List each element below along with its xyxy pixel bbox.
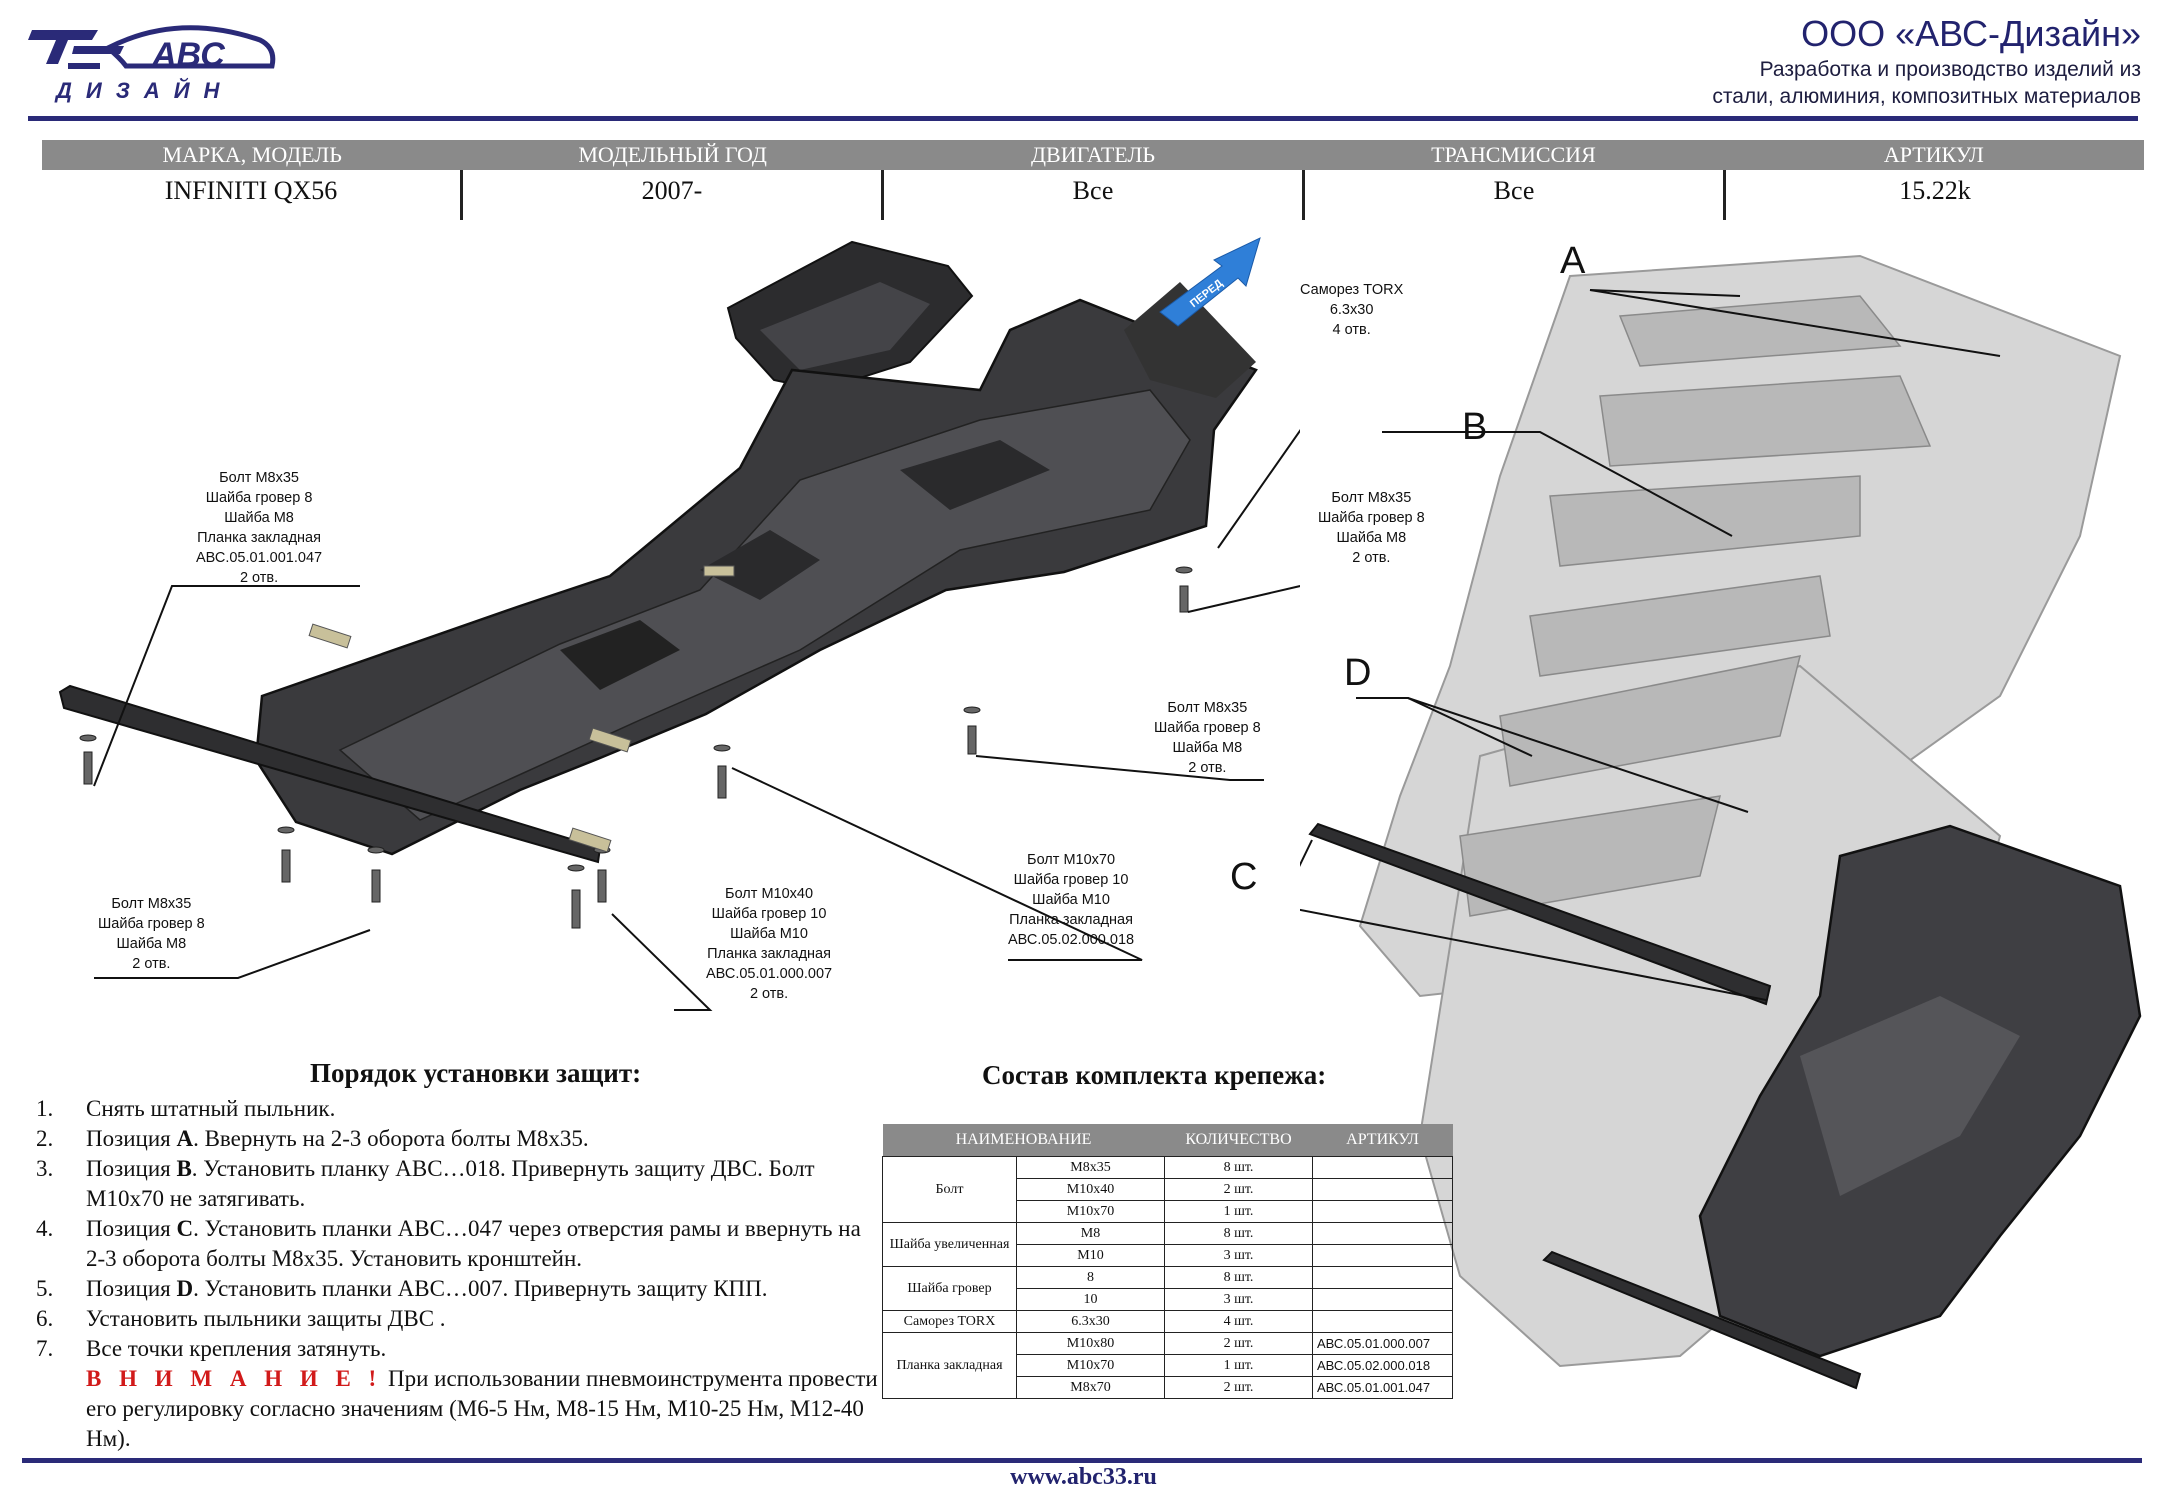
instruction-step: 1. Снять штатный пыльник. bbox=[36, 1096, 336, 1121]
callout-bottom-left: Болт М8х35 Шайба гровер 8 Шайба М8 2 отв… bbox=[98, 896, 205, 972]
company-name: ООО «АВС-Дизайн» bbox=[1801, 13, 2141, 54]
spec-value-transmission: Все bbox=[1305, 170, 1726, 220]
kit-header-article: АРТИКУЛ bbox=[1312, 1124, 1453, 1157]
table-row: М8х70 2 шт. АВС.05.01.001.047 bbox=[883, 1376, 1453, 1399]
letter-b: B bbox=[1462, 406, 1488, 448]
spec-header-article: АРТИКУЛ bbox=[1883, 142, 1984, 167]
callout-right-mid: Болт М8х35 Шайба гровер 8 Шайба М8 2 отв… bbox=[1154, 700, 1261, 776]
footer-divider bbox=[22, 1458, 2142, 1463]
instruction-step: 5. Позиция D. Установить планки АВС…007.… bbox=[36, 1276, 768, 1301]
table-row: М10х40 2 шт. bbox=[883, 1178, 1453, 1201]
kit-header-name: НАИМЕНОВАНИЕ bbox=[882, 1124, 1165, 1157]
warning-word: В Н И М А Н И Е ! bbox=[86, 1366, 383, 1391]
letter-a: A bbox=[1560, 240, 1586, 282]
spec-header-model: МАРКА, МОДЕЛЬ bbox=[162, 142, 342, 167]
instructions-title: Порядок установки защит: bbox=[310, 1058, 642, 1088]
spec-header-year: МОДЕЛЬНЫЙ ГОД bbox=[578, 142, 767, 167]
table-row: М10х70 1 шт. АВС.05.02.000.018 bbox=[883, 1354, 1453, 1377]
warning-note: В Н И М А Н И Е ! При использовании пнев… bbox=[86, 1364, 886, 1454]
spec-value-model: INFINITI QX56 bbox=[42, 170, 463, 220]
table-row: Болт М8х35 8 шт. bbox=[882, 1156, 1453, 1223]
callout-m10x70: Болт М10х70 Шайба гровер 10 Шайба М10 Пл… bbox=[1008, 852, 1135, 948]
letter-d: D bbox=[1344, 652, 1372, 694]
spec-header-row: МАРКА, МОДЕЛЬ МОДЕЛЬНЫЙ ГОД ДВИГАТЕЛЬ ТР… bbox=[42, 140, 2144, 170]
logo-design-text: ДИЗАЙН bbox=[54, 77, 233, 103]
table-row: Планка закладная М10х80 2 шт. АВС.05.01.… bbox=[882, 1332, 1453, 1399]
callout-torx: Саморез TORX 6.3х30 4 отв. bbox=[1300, 282, 1404, 338]
instruction-step: 6. Установить пыльники защиты ДВС . bbox=[36, 1306, 446, 1331]
vehicle-spec-table: МАРКА, МОДЕЛЬ МОДЕЛЬНЫЙ ГОД ДВИГАТЕЛЬ ТР… bbox=[42, 140, 2144, 220]
table-row: Шайба увеличенная М8 8 шт. bbox=[882, 1222, 1453, 1267]
spec-header-transmission: ТРАНСМИССИЯ bbox=[1431, 142, 1596, 167]
instruction-step: 4. Позиция C. Установить планки АВС…047 … bbox=[36, 1216, 861, 1271]
exploded-assembly-diagram: ПЕРЕД bbox=[58, 237, 1300, 1011]
company-tagline-2: стали, алюминия, композитных материалов bbox=[1712, 85, 2141, 108]
instruction-step: 2. Позиция A. Ввернуть на 2-3 оборота бо… bbox=[36, 1126, 589, 1151]
company-logo: АВС ДИЗАЙН bbox=[28, 25, 276, 103]
table-row: 10 3 шт. bbox=[883, 1288, 1453, 1311]
callout-right-top: Болт М8х35 Шайба гровер 8 Шайба М8 2 отв… bbox=[1318, 490, 1425, 566]
logo-abc-text: АВС bbox=[151, 36, 225, 74]
vehicle-underbody-view bbox=[1300, 254, 2142, 1390]
warning-text: При использовании пневмоинструмента пров… bbox=[86, 1366, 878, 1451]
header-divider bbox=[28, 116, 2138, 121]
spec-value-article: 15.22k bbox=[1899, 176, 1971, 205]
spec-value-engine: Все bbox=[884, 170, 1305, 220]
website-link[interactable]: www.abc33.ru bbox=[1010, 1464, 1157, 1490]
instruction-step: 7. Все точки крепления затянуть. bbox=[36, 1336, 387, 1361]
table-row: Шайба гровер 8 8 шт. bbox=[882, 1266, 1453, 1311]
kit-header-qty: КОЛИЧЕСТВО bbox=[1164, 1124, 1313, 1157]
kit-header-row: НАИМЕНОВАНИЕ КОЛИЧЕСТВО АРТИКУЛ bbox=[882, 1124, 1453, 1157]
spec-value-row: INFINITI QX56 2007- Все Все 15.22k bbox=[42, 170, 2144, 220]
instructions-list: 1. Снять штатный пыльник. 2. Позиция A. … bbox=[36, 1094, 866, 1364]
spec-value-year: 2007- bbox=[463, 170, 884, 220]
table-row: Саморез TORX 6.3х30 4 шт. bbox=[882, 1310, 1453, 1333]
callout-m10x40: Болт М10х40 Шайба гровер 10 Шайба М10 Пл… bbox=[706, 886, 833, 1002]
company-tagline-1: Разработка и производство изделий из bbox=[1759, 58, 2141, 81]
callout-left-top: Болт М8х35 Шайба гровер 8 Шайба М8 Планк… bbox=[196, 470, 323, 586]
spec-header-engine: ДВИГАТЕЛЬ bbox=[1031, 142, 1156, 167]
front-direction-arrow: ПЕРЕД bbox=[1159, 237, 1261, 327]
fastener-kit-table: НАИМЕНОВАНИЕ КОЛИЧЕСТВО АРТИКУЛ Болт М8х… bbox=[882, 1124, 1453, 1399]
instruction-step: 3. Позиция B. Установить планку АВС…018.… bbox=[36, 1156, 815, 1211]
company-info: ООО «АВС-Дизайн» Разработка и производст… bbox=[1712, 12, 2141, 110]
kit-title: Состав комплекта крепежа: bbox=[982, 1060, 1327, 1090]
letter-c: C bbox=[1230, 856, 1258, 898]
